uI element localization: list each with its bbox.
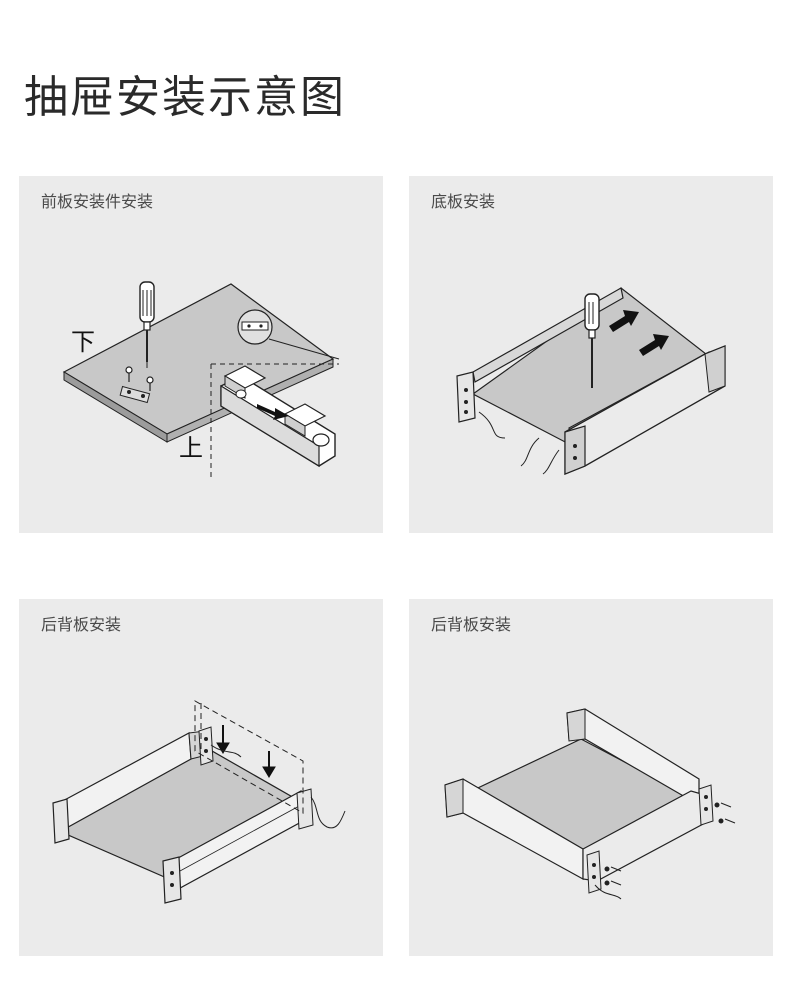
bracket-front-left bbox=[52, 798, 70, 844]
wire-icon bbox=[210, 744, 242, 758]
label-down: 下 bbox=[71, 328, 95, 356]
magnifier-icon bbox=[237, 309, 273, 345]
panel-front-fitting: 前板安装件安装 bbox=[19, 176, 383, 533]
panel-back-board-a: 后背板安装 bbox=[19, 599, 383, 956]
panel-back-board-b: 后背板安装 bbox=[409, 599, 773, 956]
arrow-up-right-icon bbox=[609, 310, 639, 332]
bottom-board-diagram bbox=[456, 287, 726, 475]
arrow-right-icon bbox=[257, 404, 289, 420]
page-title: 抽屉安装示意图 bbox=[24, 72, 346, 123]
screw-icon bbox=[604, 802, 736, 886]
back-board-a-diagram bbox=[52, 700, 346, 904]
wire-icon bbox=[478, 411, 506, 439]
panel-bottom-board: 底板安装 bbox=[409, 176, 773, 533]
fitting-on-board bbox=[119, 385, 151, 404]
bracket-front bbox=[586, 850, 602, 894]
back-board-b-diagram bbox=[444, 708, 736, 900]
bracket-right bbox=[698, 784, 714, 826]
wire-icon bbox=[594, 884, 622, 900]
screwdriver-icon bbox=[584, 293, 600, 388]
label-up: 上 bbox=[179, 434, 203, 462]
screw-icon bbox=[125, 366, 154, 391]
zoomed-fitting bbox=[220, 365, 336, 468]
back-panel-dashed bbox=[194, 700, 304, 814]
panel-caption: 前板安装件安装 bbox=[41, 192, 154, 211]
panel-caption: 底板安装 bbox=[431, 192, 496, 211]
front-fitting-diagram: 下 上 bbox=[62, 281, 340, 481]
arrow-up-right-icon bbox=[639, 334, 669, 356]
left-bracket bbox=[456, 371, 476, 423]
bracket-front-right bbox=[162, 856, 182, 904]
screwdriver-icon bbox=[139, 281, 155, 368]
arrow-down-icon bbox=[216, 725, 276, 778]
panel-caption: 后背板安装 bbox=[41, 615, 122, 634]
panel-caption: 后背板安装 bbox=[431, 615, 512, 634]
